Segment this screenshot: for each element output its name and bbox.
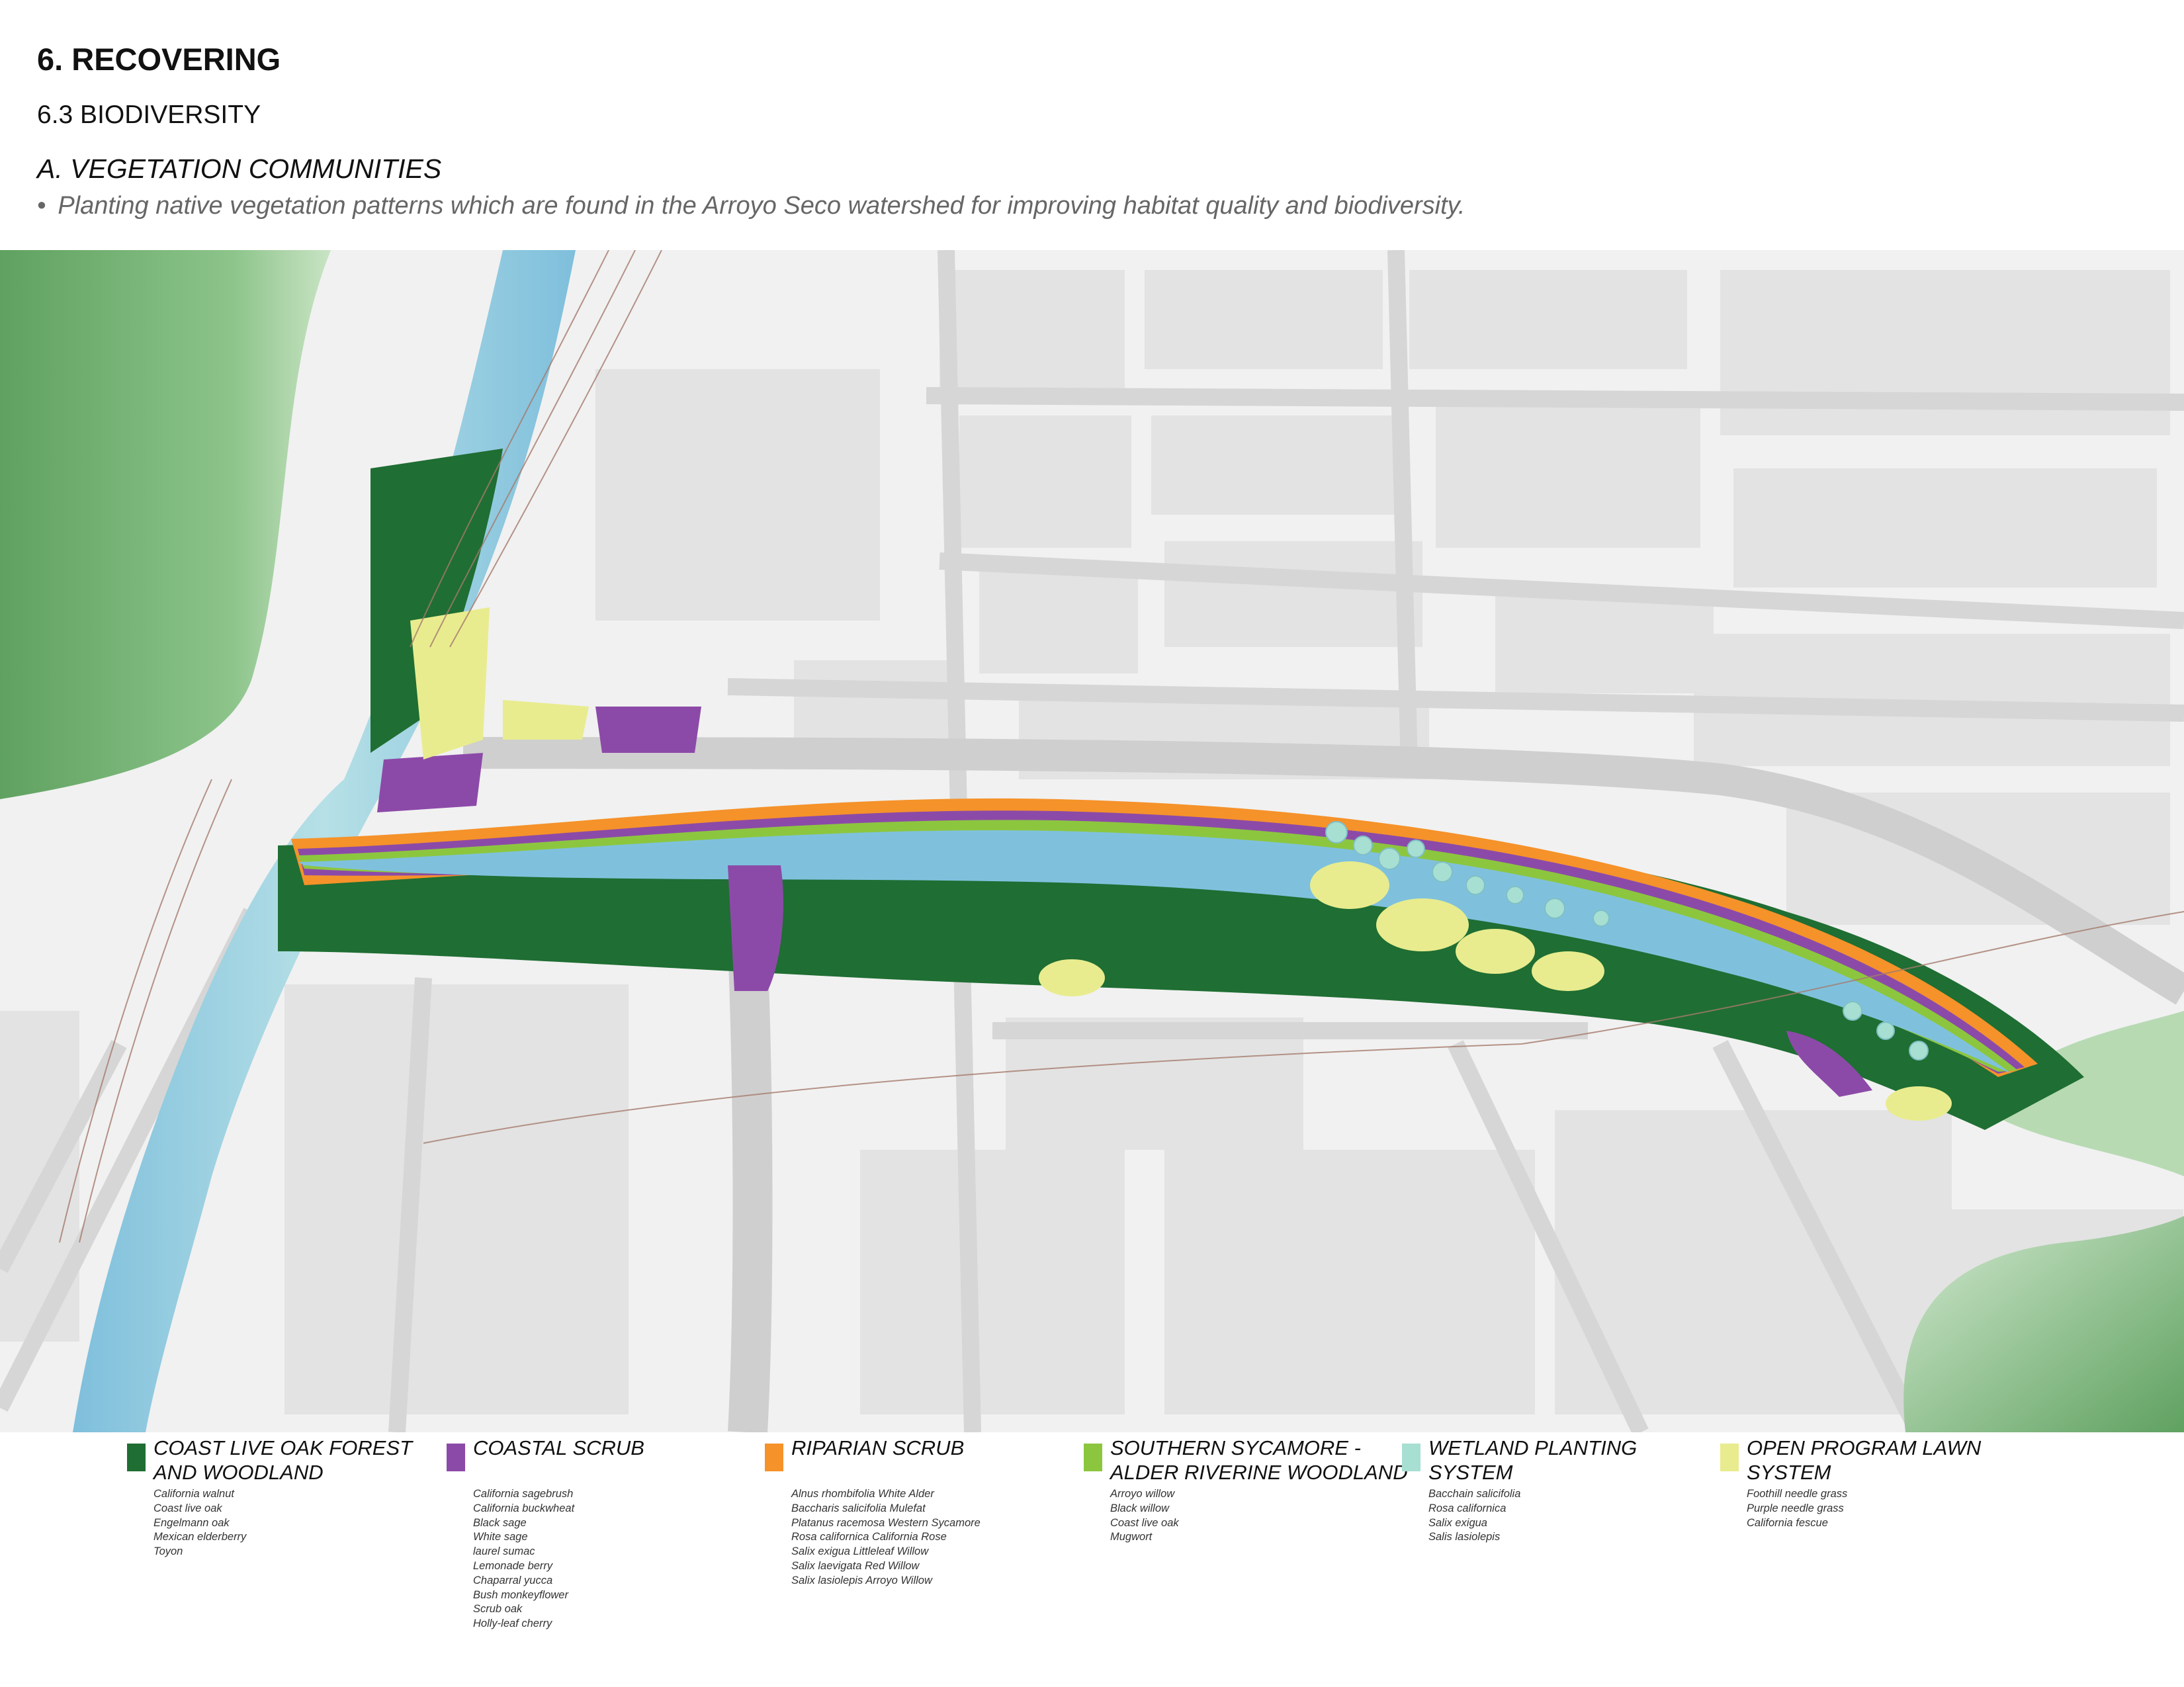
open-lawn-patches <box>410 607 1952 1121</box>
species-item: Mexican elderberry <box>153 1531 247 1543</box>
species-item: Salis lasiolepis <box>1428 1531 1501 1543</box>
species-item: California buckwheat <box>473 1502 575 1514</box>
legend-swatch <box>127 1444 146 1471</box>
site-plan-map <box>0 250 2184 1432</box>
legend-swatch <box>1402 1444 1420 1471</box>
species-item: Coast live oak <box>153 1502 222 1514</box>
subsection-title: 6.3 BIODIVERSITY <box>37 101 261 129</box>
description: • Planting native vegetation patterns whi… <box>37 192 1465 220</box>
legend-title: RIPARIAN SCRUB <box>791 1436 965 1459</box>
rail-lines <box>59 250 2184 1243</box>
species-item: California fescue <box>1747 1516 1828 1529</box>
site-plan-drawing <box>0 250 2184 1432</box>
river-water <box>298 830 2011 1074</box>
species-item: Black willow <box>1110 1502 1169 1514</box>
species-item: Scrub oak <box>473 1603 523 1616</box>
sycamore-band <box>298 820 2018 1072</box>
scrub-band <box>298 810 2025 1074</box>
south-east-hill <box>1903 1216 2184 1432</box>
legend-swatch <box>1720 1444 1739 1471</box>
species-item: Salix laevigata Red Willow <box>791 1559 920 1572</box>
legend-swatch <box>765 1444 783 1471</box>
west-hill <box>0 250 331 799</box>
species-item: Mugwort <box>1110 1531 1153 1543</box>
species-item: Lemonade berry <box>473 1559 553 1572</box>
species-item: Rosa californica <box>1428 1502 1507 1514</box>
species-item: Bacchain salicifolia <box>1428 1488 1521 1500</box>
vegetation-legend: COAST LIVE OAK FOREST AND WOODLAND Calif… <box>0 1436 2184 1687</box>
species-item: California walnut <box>153 1488 234 1500</box>
species-item: Bush monkeyflower <box>473 1588 568 1601</box>
species-item: Rosa californica California Rose <box>791 1531 947 1543</box>
east-hill <box>1985 1011 2184 1176</box>
heading: A. VEGETATION COMMUNITIES <box>37 153 442 184</box>
species-item: Salix lasiolepis Arroyo Willow <box>791 1574 932 1586</box>
species-item: Coast live oak <box>1110 1516 1179 1529</box>
legend-title: OPEN PROGRAM LAWN SYSTEM <box>1747 1436 1982 1484</box>
riparian-band <box>291 798 2038 1077</box>
section-title: 6. RECOVERING <box>37 42 281 77</box>
species-item: laurel sumac <box>473 1545 535 1558</box>
freeway-south <box>728 943 773 1432</box>
species-item: Purple needle grass <box>1747 1502 1844 1514</box>
species-item: Foothill needle grass <box>1747 1488 1848 1500</box>
legend-swatch <box>1084 1444 1102 1471</box>
species-item: Salix exigua <box>1428 1516 1487 1529</box>
legend-title: SOUTHERN SYCAMORE - ALDER RIVERINE WOODL… <box>1110 1436 1408 1484</box>
bullet-symbol: • <box>37 192 46 220</box>
city-blocks <box>0 270 2183 1428</box>
wetland-pools <box>1325 821 1929 1060</box>
coastal-scrub-patches <box>377 707 1872 1097</box>
legend-title: COASTAL SCRUB <box>473 1436 644 1459</box>
species-item: Platanus racemosa Western Sycamore <box>791 1516 981 1529</box>
legend-title: WETLAND PLANTING SYSTEM <box>1428 1436 1638 1484</box>
species-item: White sage <box>473 1531 528 1543</box>
description-text: Planting native vegetation patterns whic… <box>58 192 1465 220</box>
species-item: Baccharis salicifolia Mulefat <box>791 1502 926 1514</box>
species-item: Toyon <box>153 1545 183 1558</box>
freeway <box>462 737 2184 1005</box>
species-item: Arroyo willow <box>1110 1488 1175 1500</box>
legend-swatch <box>447 1444 465 1471</box>
species-item: California sagebrush <box>473 1488 574 1500</box>
park-north <box>371 449 503 753</box>
species-item: Alnus rhombifolia White Alder <box>791 1488 934 1500</box>
legend-title: COAST LIVE OAK FOREST AND WOODLAND <box>153 1436 413 1484</box>
species-item: Holly-leaf cherry <box>473 1618 552 1630</box>
species-item: Black sage <box>473 1516 527 1529</box>
species-item: Salix exigua Littleleaf Willow <box>791 1545 929 1558</box>
species-item: Engelmann oak <box>153 1516 230 1529</box>
streets <box>0 250 2184 1432</box>
species-item: Chaparral yucca <box>473 1574 553 1586</box>
